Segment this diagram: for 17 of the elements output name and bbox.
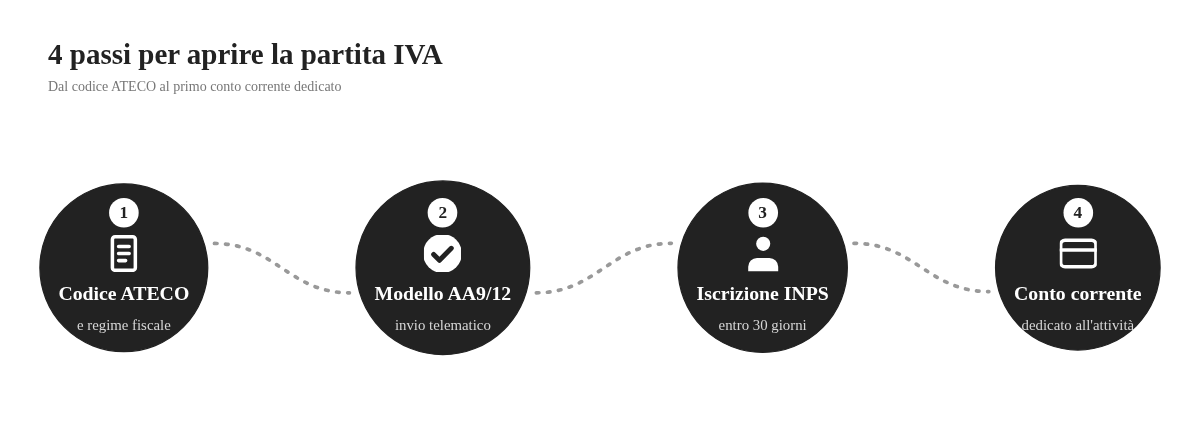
step-circle — [39, 183, 209, 353]
step-title: Iscrizione INPS — [696, 283, 829, 305]
step-circle — [677, 182, 848, 354]
step-description: entro 30 giorni — [718, 316, 807, 335]
diagram-subtitle: Dal codice ATECO al primo conto corrente dedicato — [48, 79, 343, 95]
step-description: dedicato all'attività — [1021, 316, 1135, 335]
dotted-connector — [212, 241, 352, 295]
dotted-connector — [852, 241, 991, 294]
step-title: Modello AA9/12 — [374, 283, 512, 305]
step-title: Conto corrente — [1014, 283, 1142, 305]
dotted-connector — [534, 241, 674, 295]
step-title: Codice ATECO — [58, 283, 190, 305]
step-description: invio telematico — [394, 316, 491, 335]
diagram-title: 4 passi per aprire la partita IVA — [48, 38, 443, 71]
step-description: e regime fiscale — [76, 316, 171, 335]
step-circle — [355, 180, 531, 356]
step-circle — [994, 185, 1161, 351]
